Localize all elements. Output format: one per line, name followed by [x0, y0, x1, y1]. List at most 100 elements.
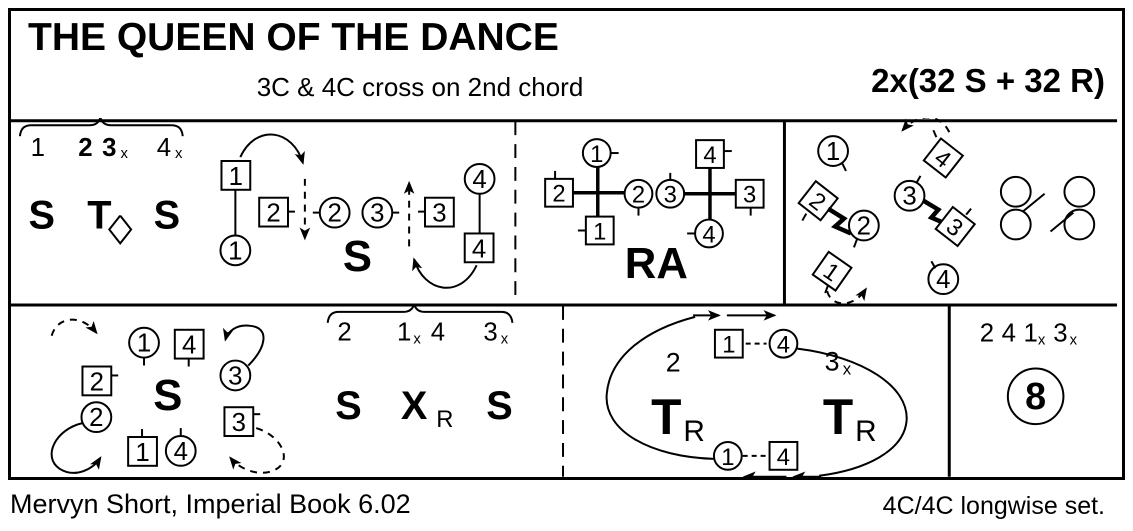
bar-number: 2: [337, 319, 351, 347]
row2-panel1: 1 4 2 2 S 3: [50, 303, 514, 474]
crossed-subscript: x: [1038, 333, 1046, 349]
joined-hands-link: [826, 206, 852, 236]
svg-text:2: 2: [327, 200, 341, 228]
cast-arc-arrow: [412, 257, 478, 289]
couple-spin-icon: [999, 175, 1046, 241]
svg-text:1: 1: [137, 330, 151, 358]
dancer-lady4: 4: [164, 435, 197, 467]
bar-brace: [326, 303, 514, 323]
svg-text:4: 4: [174, 438, 188, 466]
facing-tick: [801, 213, 808, 222]
set-type: 4C/4C longwise set.: [882, 492, 1105, 520]
dancer-lady2: 2: [847, 209, 880, 242]
row2-panel3: 2 4 1 x 3 x 8: [980, 320, 1078, 426]
dancer-lady4-top: 4: [768, 328, 799, 359]
chord-note: 3C & 4C cross on 2nd chord: [256, 72, 584, 102]
spin-slash: [1022, 192, 1046, 213]
crossed-subscript: x: [843, 359, 852, 378]
facing-tick: [932, 129, 938, 138]
svg-text:4: 4: [936, 266, 950, 294]
svg-text:3: 3: [902, 183, 916, 211]
bar-number: 2: [666, 347, 681, 377]
crossed-subscript: x: [175, 146, 183, 162]
svg-text:2: 2: [266, 200, 280, 228]
step-set: S: [29, 194, 55, 238]
svg-text:1: 1: [593, 218, 606, 245]
dancer-lady3: 3: [655, 178, 686, 209]
svg-text:4: 4: [472, 166, 486, 194]
dancer-lady1: 1: [219, 234, 252, 267]
bar-number: 3: [1053, 320, 1067, 348]
dancer-man1: 1: [584, 215, 615, 245]
svg-text:3: 3: [743, 182, 756, 209]
svg-text:1: 1: [826, 138, 840, 166]
dancer-man4-bottom: 4: [768, 440, 799, 471]
svg-text:3: 3: [370, 200, 384, 228]
deviser-credit: Mervyn Short, Imperial Book 6.02: [10, 489, 411, 519]
dancer-lady3: 3: [219, 359, 252, 392]
circle-eight-icon: 8: [1006, 367, 1065, 426]
svg-text:4: 4: [777, 444, 790, 471]
couple-spin-icon: [1049, 175, 1096, 241]
joined-hands-link: [922, 198, 947, 226]
dancer-man4: 4: [463, 232, 495, 263]
spin-slash: [1049, 211, 1075, 233]
bar-number: 2: [78, 134, 92, 162]
page-title: THE QUEEN OF THE DANCE: [28, 16, 559, 59]
repeat-formula: 2x(32 S + 32 R): [871, 62, 1105, 99]
row1-panel3: 1 4 2 2 3: [797, 118, 1096, 305]
both-hands-diamond-icon: [108, 214, 133, 246]
dancer-man3: 3: [223, 406, 255, 437]
svg-text:1: 1: [721, 444, 734, 471]
step-set: S: [486, 384, 512, 428]
dancer-lady3: 3: [893, 179, 926, 212]
facing-tick: [824, 284, 830, 294]
dancer-lady3: 3: [361, 196, 394, 229]
svg-text:3: 3: [228, 362, 242, 390]
loop-arrow: [50, 422, 102, 474]
chase-loop-right: [797, 347, 908, 477]
bar-number: 4: [157, 134, 171, 162]
loop-arrow: [222, 324, 265, 367]
bar-number: 1: [31, 134, 45, 162]
bar-number: 4: [431, 319, 445, 347]
right-hand-subscript: R: [683, 415, 705, 448]
turn-label: T: [651, 389, 681, 445]
dancer-man4: 4: [695, 139, 725, 169]
dashed-turn-arrow: [901, 118, 951, 133]
row1-panel1: 1 2 3 x 4 x S T S 1 1 2: [18, 118, 496, 289]
bar-number: 3: [825, 346, 840, 376]
dancer-lady2: 2: [318, 196, 351, 229]
row2-panel2: 1 4 1 4 2 3 x T R T R: [605, 310, 908, 480]
bar-number: 3: [483, 319, 497, 347]
facing-tick: [915, 175, 922, 184]
right-hand-subscript: R: [855, 415, 877, 448]
dancer-lady1: 1: [581, 138, 612, 168]
svg-text:1: 1: [229, 163, 243, 191]
crossed-subscript: x: [1070, 333, 1078, 349]
svg-text:1: 1: [228, 237, 242, 265]
dancer-man1: 1: [127, 436, 158, 467]
bar-number: 1: [397, 319, 411, 347]
svg-text:2: 2: [552, 181, 565, 208]
svg-text:3: 3: [232, 409, 246, 437]
dancer-man4: 4: [173, 328, 205, 360]
dancer-man3: 3: [424, 196, 455, 228]
bar-number: 4: [1002, 320, 1016, 348]
dashed-cast-arrow: [50, 318, 98, 337]
facing-tick: [930, 260, 937, 269]
step-turn: T: [87, 194, 111, 238]
svg-text:4: 4: [703, 142, 716, 169]
dancer-man1-top: 1: [713, 328, 744, 359]
dancer-lady2: 2: [623, 178, 654, 209]
svg-text:3: 3: [664, 182, 677, 209]
bar-brace: [18, 118, 184, 137]
crossed-subscript: x: [413, 332, 421, 348]
svg-text:1: 1: [722, 332, 735, 359]
step-set: S: [335, 384, 361, 428]
row1-panel2-wheels: 1 2 2 1 4: [544, 138, 765, 288]
svg-text:4: 4: [472, 235, 486, 263]
right-hand-subscript: R: [436, 406, 453, 433]
crossed-subscript: x: [120, 146, 128, 162]
